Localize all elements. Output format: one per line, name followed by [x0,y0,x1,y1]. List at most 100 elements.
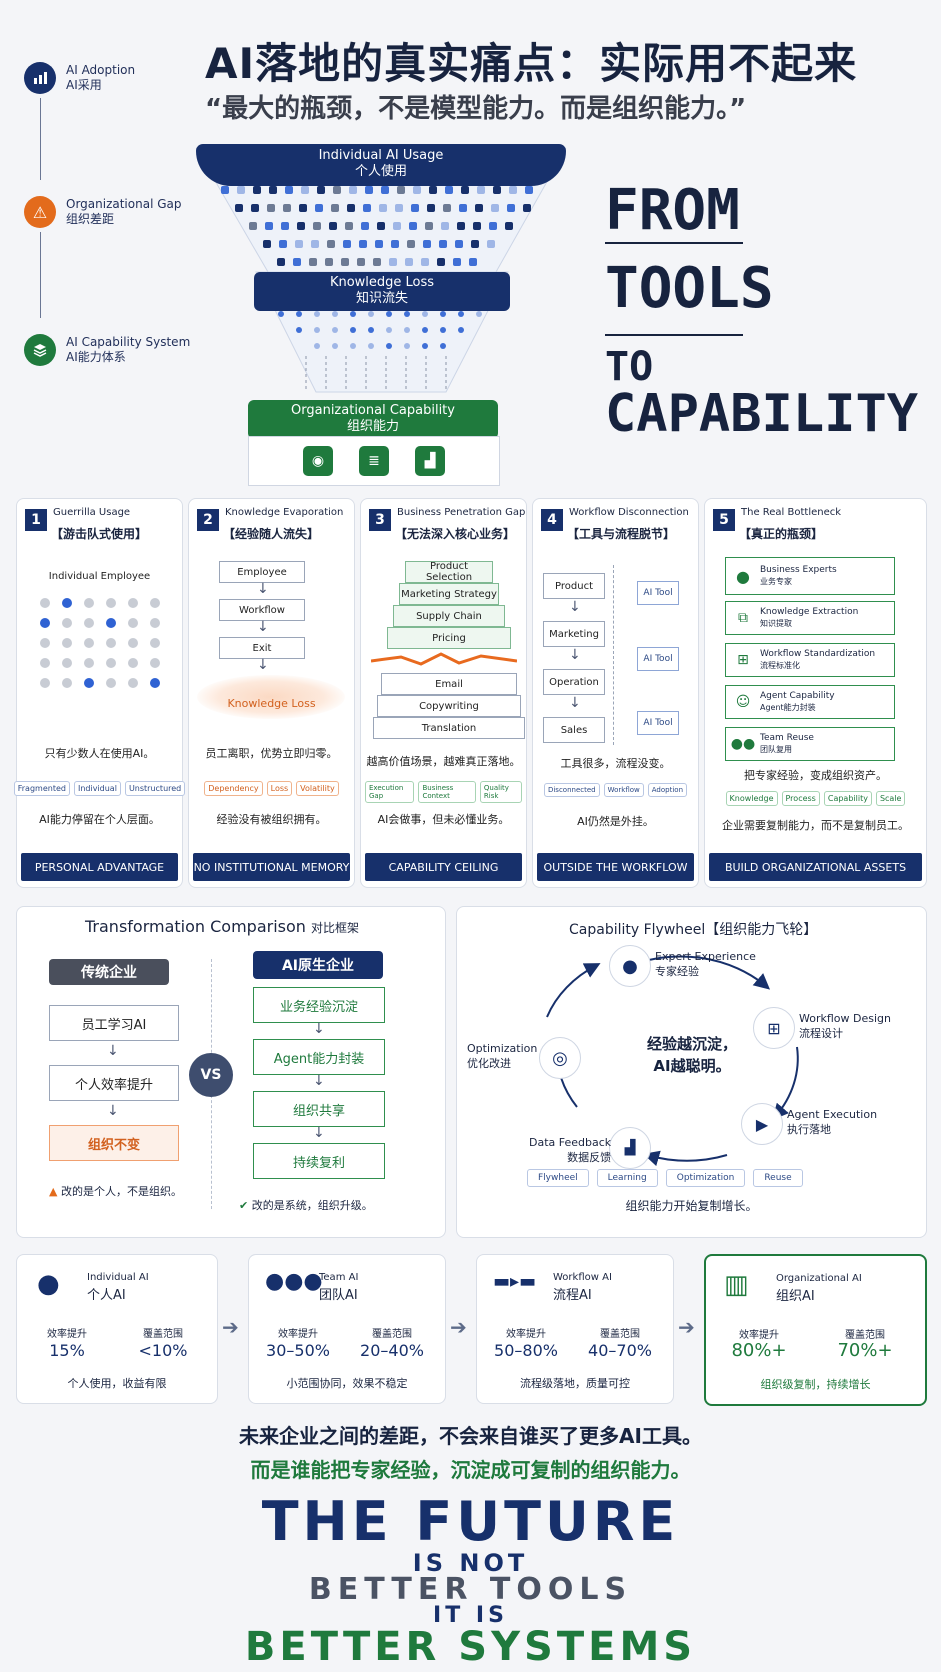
coverage-value: 70%+ [837,1340,893,1361]
ai-native-step: Agent能力封装 [253,1039,385,1075]
card-text: 越高价值场景，越难真正落地。 [366,755,521,768]
tag: Quality Risk [479,781,522,803]
employee-dot-grid [40,598,160,688]
traditional-note: ▲ 改的是个人，不是组织。 [49,1185,182,1198]
flow-box: Exit [219,637,305,659]
user-icon: ● [37,1269,60,1299]
workflow-icon: ⊞ [753,1007,795,1049]
card-title: Business Penetration Gap [397,507,526,518]
tag: Volatility [296,781,339,796]
coverage-value: <10% [138,1341,188,1360]
card-tags: Dependency Loss Volatility [193,781,350,796]
tag: Workflow [603,783,644,797]
coverage-value: 40–70% [588,1341,652,1360]
card-text: 只有少数人在使用AI。 [44,747,155,760]
ai-tool-box: AI Tool [637,581,679,605]
warning-icon: ▲ [49,1185,58,1198]
page-quote: “最大的瓶颈，不是模型能力。而是组织能力。” [205,94,747,124]
card-text: 员工离职，优势立即归零。 [205,747,338,760]
tag: Dependency [204,781,263,796]
card-tags: Knowledge Process Capability Scale [709,791,922,806]
future-line-2: IS NOT [412,1549,529,1577]
arrow-right-icon: ➔ [222,1315,239,1339]
side-step-label: AI Adoption [66,63,136,77]
pain-card-3: 3 Business Penetration Gap 【无法深入核心业务】 Pr… [360,498,527,888]
card-number: 2 [197,509,219,531]
ai-native-step: 持续复利 [253,1143,385,1179]
side-step-sublabel: AI采用 [66,78,102,92]
future-line-1: THE FUTURE [261,1490,680,1553]
flywheel-title: Capability Flywheel【组织能力飞轮】 [569,922,818,938]
lower-layer: Translation [373,717,525,739]
flywheel-center-text: 经验越沉淀，AI越聪明。 [646,1035,737,1075]
slogan-from: FROM [605,178,740,243]
slogan-tools: TOOLS [605,256,774,321]
robot-icon: ☺ [735,694,751,710]
ai-native-header: AI原生企业 [253,951,383,979]
team-icon: ●●● [265,1269,323,1294]
traditional-step: 个人效率提升 [49,1065,179,1101]
flow-box: Product [543,573,605,599]
arrow-right-icon: ➔ [450,1315,467,1339]
closing-line-2: 而是谁能把专家经验，沉淀成可复制的组织能力。 [250,1458,691,1482]
traditional-step-result: 组织不变 [49,1125,179,1161]
traditional-step: 员工学习AI [49,1005,179,1041]
card-footer: OUTSIDE THE WORKFLOW [537,853,694,881]
side-step-sublabel: AI能力体系 [66,350,126,364]
tag: Flywheel [527,1169,589,1187]
tag: Scale [875,791,906,806]
tag: Individual [73,781,121,796]
play-icon: ▶ [741,1103,783,1145]
card-number: 5 [713,509,735,531]
slogan-to: TO [605,344,654,390]
tag: Loss [266,781,293,796]
card-title-zh: 【无法深入核心业务】 [395,527,516,541]
tag: Execution Gap [365,781,415,803]
card-title: Knowledge Evaporation [225,507,344,518]
flow-box: Workflow [219,599,305,621]
ai-tool-box: AI Tool [637,711,679,735]
pain-card-4: 4 Workflow Disconnection 【工具与流程脱节】 Produ… [532,498,699,888]
future-line-4: IT IS [433,1603,508,1628]
ai-native-step: 组织共享 [253,1091,385,1127]
card-text: 企业需要复制能力，而不是复制员工。 [722,819,909,832]
database-icon: ◉ [303,446,333,476]
card-footer: NO INSTITUTIONAL MEMORY [193,853,350,881]
pain-card-1: 1 Guerrilla Usage 【游击队式使用】 Individual Em… [13,498,186,888]
upper-layer: Supply Chain [393,605,505,627]
workflow-icon: ▬▸▬ [493,1271,537,1292]
efficiency-value: 30–50% [266,1341,330,1360]
lower-layer: Copywriting [377,695,521,717]
ai-native-step: 业务经验沉淀 [253,987,385,1023]
tag: Reuse [753,1169,803,1187]
layers-icon [24,334,56,366]
warning-icon: ⚠ [24,196,56,228]
card-tags: Fragmented Individual Unstructured [13,781,186,796]
card-title-zh: 【工具与流程脱节】 [567,527,676,541]
tag: Process [781,791,820,806]
card-title: The Real Bottleneck [741,507,842,518]
tag: Business Context [418,781,476,803]
card-title: Guerrilla Usage [53,507,131,518]
side-step-label: Organizational Gap [66,197,182,211]
flywheel-caption: 组织能力开始复制增长。 [625,1199,758,1213]
efficiency-value: 80%+ [731,1340,787,1361]
future-line-3: BETTER TOOLS [308,1572,633,1607]
card-number: 1 [25,509,47,531]
check-icon: ✔ [239,1199,249,1212]
slogan-capability: CAPABILITY [605,384,919,444]
tag: Knowledge [725,791,778,806]
ai-tool-box: AI Tool [637,647,679,671]
upper-layer: Pricing [387,627,511,649]
tag: Adoption [647,783,688,797]
side-step-sublabel: 组织差距 [66,212,115,226]
user-icon: ● [736,566,750,586]
flow-box: Marketing [543,621,605,647]
